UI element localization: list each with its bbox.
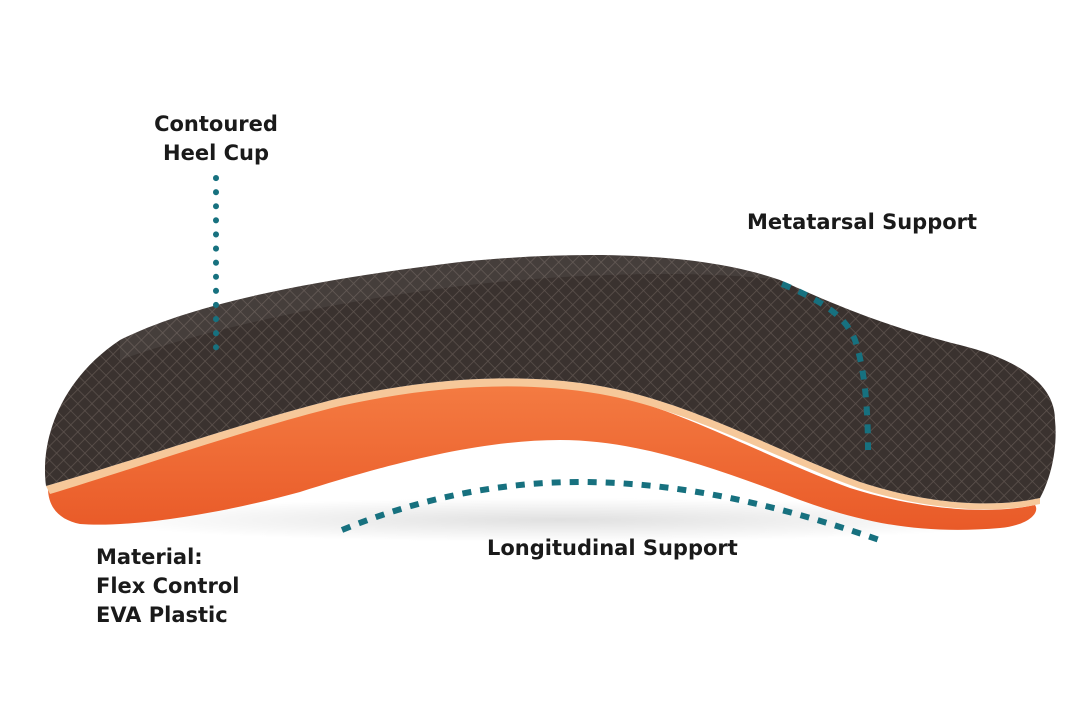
longitudinal-support-callout: Longitudinal Support bbox=[487, 534, 738, 563]
heel-cup-label-line-2: Heel Cup bbox=[163, 141, 269, 165]
insole-top-surface bbox=[44, 255, 1056, 504]
ground-shadow bbox=[90, 498, 1030, 542]
material-label-line-3: EVA Plastic bbox=[96, 603, 228, 627]
metatarsal-support-label: Metatarsal Support bbox=[747, 210, 978, 234]
insole-shell bbox=[48, 384, 1037, 530]
heel-cup-callout: Contoured Heel Cup bbox=[152, 110, 280, 168]
longitudinal-support-label: Longitudinal Support bbox=[487, 536, 738, 560]
top-highlight bbox=[120, 255, 780, 360]
callout-lines bbox=[213, 175, 886, 545]
material-callout: Material: Flex Control EVA Plastic bbox=[96, 543, 239, 630]
heel-cup-label-line-1: Contoured bbox=[154, 112, 278, 136]
metatarsal-dotted-line bbox=[780, 281, 871, 451]
metatarsal-support-callout: Metatarsal Support bbox=[747, 208, 977, 237]
material-label-line-2: Flex Control bbox=[96, 574, 240, 598]
foam-edge bbox=[46, 378, 1040, 510]
material-label-line-1: Material: bbox=[96, 545, 203, 569]
